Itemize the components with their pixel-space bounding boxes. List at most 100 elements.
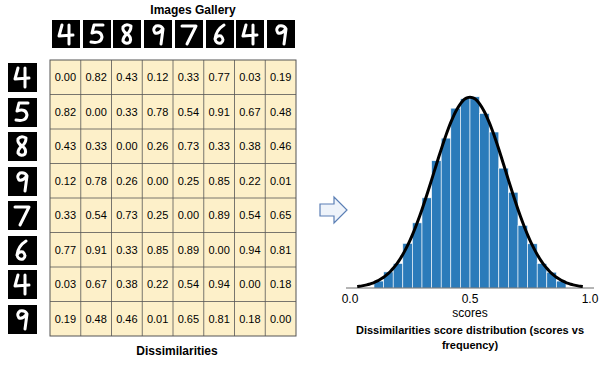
grid-line [50, 232, 296, 233]
table-cell: 0.48 [265, 95, 296, 130]
table-cell: 0.26 [112, 164, 143, 199]
grid-line [50, 163, 296, 164]
histogram-bar [441, 138, 451, 288]
digit-image [113, 20, 141, 48]
table-cell: 0.46 [112, 302, 143, 337]
table-cell: 0.33 [50, 198, 81, 233]
table-cell: 0.82 [81, 60, 112, 95]
table-cell: 0.78 [81, 164, 112, 199]
table-cell: 0.00 [265, 302, 296, 337]
digit-image [8, 132, 37, 161]
histogram-bar [460, 99, 470, 288]
tick-label: 1.0 [575, 292, 605, 306]
table-cell: 0.91 [81, 233, 112, 268]
table-cell: 0.89 [204, 198, 235, 233]
digit-image [8, 305, 37, 334]
table-cell: 0.94 [235, 233, 266, 268]
table-cell: 0.48 [81, 302, 112, 337]
flow-arrow [320, 197, 347, 223]
table-cell: 0.38 [112, 267, 143, 302]
chart-caption: Dissimilarities score distribution (scor… [350, 323, 590, 353]
table-cell: 0.00 [204, 233, 235, 268]
table-cell: 0.12 [50, 164, 81, 199]
table-cell: 0.00 [50, 60, 81, 95]
gallery-title: Images Gallery [120, 3, 266, 17]
table-cell: 0.43 [112, 60, 143, 95]
x-axis [346, 288, 594, 289]
digit-image [175, 20, 203, 48]
table-cell: 0.91 [204, 95, 235, 130]
table-cell: 0.46 [265, 129, 296, 164]
table-cell: 0.18 [265, 267, 296, 302]
table-cell: 0.77 [204, 60, 235, 95]
table-cell: 0.00 [112, 129, 143, 164]
table-cell: 0.65 [265, 198, 296, 233]
table-cell: 0.00 [173, 198, 204, 233]
table-cell: 0.94 [204, 267, 235, 302]
histogram-bar [451, 108, 461, 288]
table-cell: 0.01 [265, 164, 296, 199]
table-cell: 0.67 [81, 267, 112, 302]
grid-line [50, 94, 296, 95]
digit-image [83, 20, 111, 48]
digit-image [236, 20, 264, 48]
table-cell: 0.54 [235, 198, 266, 233]
grid-line [50, 129, 296, 130]
axis-title: scores [430, 306, 510, 320]
histogram-bar [422, 198, 432, 288]
matrix-title: Dissimilarities [107, 344, 247, 358]
table-cell: 0.00 [81, 95, 112, 130]
query-digits [8, 63, 37, 334]
table-cell: 0.12 [142, 60, 173, 95]
table-cell: 0.85 [204, 164, 235, 199]
table-cell: 0.33 [81, 129, 112, 164]
digit-image [8, 270, 37, 299]
grid-line [50, 267, 296, 268]
table-cell: 0.03 [50, 267, 81, 302]
matrix-ground [50, 60, 296, 336]
table-cell: 0.67 [235, 95, 266, 130]
table-cell: 0.54 [173, 267, 204, 302]
table-cell: 0.54 [81, 198, 112, 233]
digit-image [144, 20, 172, 48]
digit-image [267, 20, 295, 48]
grid-line [50, 198, 296, 199]
table-cell: 0.43 [50, 129, 81, 164]
table-cell: 0.81 [204, 302, 235, 337]
digit-image [52, 20, 80, 48]
table-cell: 0.78 [142, 95, 173, 130]
tick-label: 0.0 [335, 292, 365, 306]
table-cell: 0.89 [173, 233, 204, 268]
table-cell: 0.73 [112, 198, 143, 233]
table-cell: 0.25 [142, 198, 173, 233]
table-cell: 0.33 [112, 95, 143, 130]
table-cell: 0.81 [265, 233, 296, 268]
table-cell: 0.33 [173, 60, 204, 95]
histogram-bar [499, 168, 509, 288]
histogram-bar [470, 97, 480, 288]
table-cell: 0.18 [235, 302, 266, 337]
table-cell: 0.26 [142, 129, 173, 164]
histogram-bar [480, 113, 490, 288]
digit-image [8, 201, 37, 230]
table-cell: 0.22 [142, 267, 173, 302]
table-cell: 0.77 [50, 233, 81, 268]
table-cell: 0.65 [173, 302, 204, 337]
digit-image [8, 98, 37, 127]
table-cell: 0.01 [142, 302, 173, 337]
tick-label: 0.5 [455, 292, 485, 306]
digit-image [8, 236, 37, 265]
gallery-digits [52, 20, 295, 48]
table-cell: 0.00 [142, 164, 173, 199]
normal-curve [357, 97, 583, 286]
table-cell: 0.33 [112, 233, 143, 268]
table-cell: 0.73 [173, 129, 204, 164]
digit-image [8, 63, 37, 92]
matrix-grid [50, 60, 296, 336]
table-cell: 0.54 [173, 95, 204, 130]
table-cell: 0.25 [173, 164, 204, 199]
table-cell: 0.19 [265, 60, 296, 95]
table-cell: 0.38 [235, 129, 266, 164]
histogram [346, 97, 594, 288]
table-cell: 0.03 [235, 60, 266, 95]
